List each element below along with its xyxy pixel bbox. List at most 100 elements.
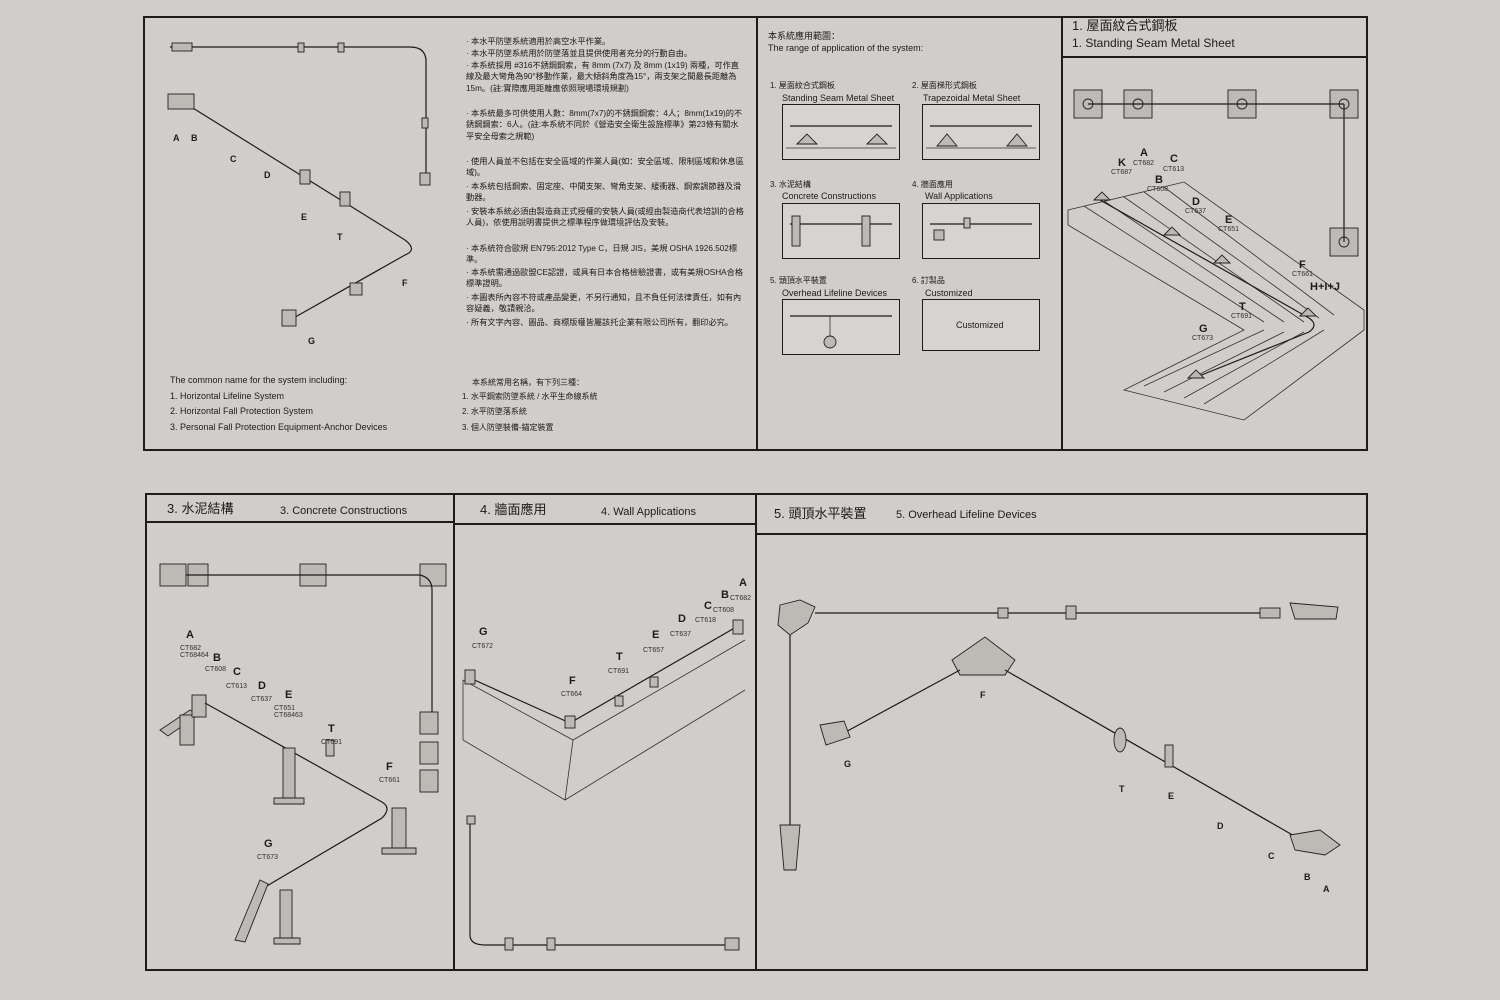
wall-code: CT657 xyxy=(643,647,665,654)
wall-panel xyxy=(453,493,757,971)
wall-diagram xyxy=(462,619,746,951)
concrete-label: F xyxy=(386,761,393,773)
app-zh: 4. 牆面應用 xyxy=(912,180,953,189)
app-thumbnail xyxy=(782,104,900,160)
concrete-label: B xyxy=(213,652,221,664)
overhead-title-en: 5. Overhead Lifeline Devices xyxy=(896,509,1037,521)
app-zh: 6. 訂製品 xyxy=(912,276,945,285)
concrete-code: CT691 xyxy=(321,739,343,746)
seam-code: CT687 xyxy=(1111,169,1133,176)
top-panel xyxy=(143,16,1368,451)
wall-code: CT664 xyxy=(561,691,583,698)
intro-bullet: · 本系統需通過歐盟CE認證，或具有日本合格檢驗證書，或有美規OSHA合格標準證… xyxy=(466,268,744,289)
seam-code: CT608 xyxy=(1147,186,1169,193)
overview-label: G xyxy=(308,336,316,346)
seam-label: B xyxy=(1155,174,1163,186)
concrete-label: D xyxy=(258,680,266,692)
wall-label: A xyxy=(739,577,747,589)
concrete-label: G xyxy=(264,838,273,850)
app-en: Standing Seam Metal Sheet xyxy=(782,93,895,103)
app-en: Customized xyxy=(925,288,973,298)
app-en: Concrete Constructions xyxy=(782,191,877,201)
common-name-en: 1. Horizontal Lifeline System xyxy=(170,391,285,401)
intro-bullet: · 本系統採用 #316不銹鋼鋼索，有 8mm (7x7) 及 8mm (1x1… xyxy=(466,61,739,93)
intro-bullet: · 本水平防墜系統用於防墜落並且提供使用者充分的行動自由。 xyxy=(466,49,693,58)
thumbnail-drawings xyxy=(786,125,1036,349)
overhead-label: E xyxy=(1168,791,1175,801)
divider xyxy=(145,521,455,523)
app-thumbnail xyxy=(782,203,900,259)
overhead-panel xyxy=(755,493,1368,971)
intro-bullet: · 本系統符合歐規 EN795:2012 Type C，日規 JIS，美規 OS… xyxy=(466,244,738,265)
overview-label: C xyxy=(230,154,237,164)
seam-roof-diagram xyxy=(1067,89,1365,421)
app-en: Wall Applications xyxy=(925,191,993,201)
wall-title-zh: 4. 牆面應用 xyxy=(480,502,547,517)
divider xyxy=(755,533,1368,535)
concrete-diagram xyxy=(159,563,447,945)
intro-bullet: · 所有文字內容、圖品、商標版權皆屬該托企業有限公司所有，翻印必究。 xyxy=(466,318,734,327)
intro-bullet: · 本圖表所內容不符或產品變更，不另行通知，且不負任何法律責任，如有內容疑義，敬… xyxy=(466,293,742,314)
app-zh: 1. 屋面紋合式鋼板 xyxy=(770,81,835,90)
intro-bullet: · 本系統包括鋼索、固定座、中間支架、彎角支架、緩衝器、鋼索調節器及滑動器。 xyxy=(466,182,742,203)
app-thumbnail xyxy=(922,104,1040,160)
concrete-code: CT661 xyxy=(379,777,401,784)
divider xyxy=(756,16,758,451)
common-name-title-zh: 本系統常用名稱，有下列三種： xyxy=(472,378,584,387)
wall-code: CT682 xyxy=(730,595,752,602)
overview-label: E xyxy=(301,212,308,222)
concrete-code: CT608 xyxy=(205,666,227,673)
common-name-en: 2. Horizontal Fall Protection System xyxy=(170,406,314,416)
divider xyxy=(1061,16,1063,451)
concrete-code: CT651 CT68463 xyxy=(274,705,303,719)
seam-label: A xyxy=(1140,147,1148,159)
overhead-label: D xyxy=(1217,821,1224,831)
intro-bullet: · 本水平防墜系統適用於高空水平作業。 xyxy=(466,37,611,46)
concrete-code: CT637 xyxy=(251,696,273,703)
common-name-zh: 3. 個人防墜裝備-錨定裝置 xyxy=(462,423,554,432)
seam-label: G xyxy=(1199,323,1208,335)
app-thumbnail xyxy=(782,299,900,355)
seam-title-en: 1. Standing Seam Metal Sheet xyxy=(1072,36,1235,50)
wall-code: CT691 xyxy=(608,668,630,675)
common-name-en: 3. Personal Fall Protection Equipment-An… xyxy=(170,422,388,432)
app-en: Overhead Lifeline Devices xyxy=(782,288,888,298)
seam-label: E xyxy=(1225,214,1233,226)
seam-code: CT673 xyxy=(1192,335,1214,342)
overview-label: T xyxy=(337,232,343,242)
overview-label: F xyxy=(402,278,408,288)
common-name-zh: 2. 水平防墜落系統 xyxy=(462,407,527,416)
wall-code: CT672 xyxy=(472,643,494,650)
overview-label: B xyxy=(191,133,198,143)
concrete-code: CT673 xyxy=(257,854,279,861)
overhead-label: T xyxy=(1119,784,1125,794)
range-title-en: The range of application of the system: xyxy=(768,43,924,53)
app-zh: 2. 屋面梯形式鋼板 xyxy=(912,81,977,90)
seam-label: H+I+J xyxy=(1310,281,1340,293)
seam-label: K xyxy=(1118,157,1126,169)
seam-code: CT613 xyxy=(1163,166,1185,173)
seam-label: D xyxy=(1192,196,1200,208)
overhead-label: A xyxy=(1323,884,1330,894)
common-name-zh: 1. 水平鋼索防墜系統 / 水平生命線系統 xyxy=(462,392,598,401)
wall-label: F xyxy=(569,675,576,687)
wall-label: C xyxy=(704,600,712,612)
seam-label: C xyxy=(1170,153,1178,165)
app-zh: 5. 頭頂水平裝置 xyxy=(770,276,827,285)
wall-label: D xyxy=(678,613,686,625)
overview-label: A xyxy=(173,133,180,143)
concrete-label: A xyxy=(186,629,194,641)
overview-label: D xyxy=(264,170,271,180)
intro-bullet: · 安裝本系統必須由製造商正式授權的安裝人員(或經由製造商代表培訓的合格人員)，… xyxy=(466,207,744,228)
wall-label: T xyxy=(616,651,623,663)
divider xyxy=(453,523,757,525)
intro-bullet: · 使用人員並不包括在安全區域的作業人員(如：安全區域、限制區域和休息區域)。 xyxy=(466,157,744,178)
overhead-label: B xyxy=(1304,872,1311,882)
concrete-code: CT613 xyxy=(226,683,248,690)
range-title-zh: 本系統應用範圍： xyxy=(768,31,841,41)
divider xyxy=(1061,56,1368,58)
wall-label: E xyxy=(652,629,660,641)
intro-bullet: · 本系統最多可供使用人數：8mm(7x7)的不銹鋼鋼索：4人；8mm(1x19… xyxy=(466,109,743,141)
wall-label: G xyxy=(479,626,488,638)
common-name-title-en: The common name for the system including… xyxy=(170,375,348,385)
